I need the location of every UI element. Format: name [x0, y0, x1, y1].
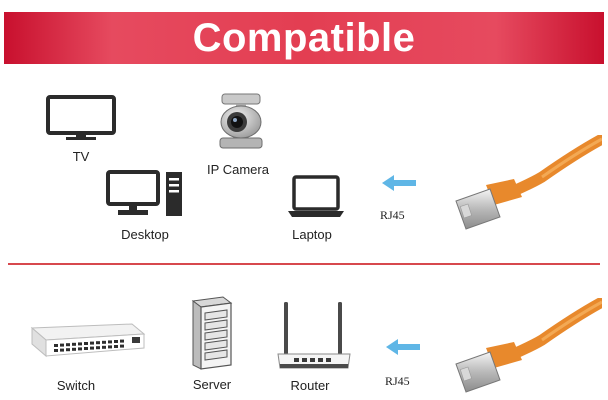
ip-camera-label: IP Camera	[207, 162, 269, 177]
rj45-cable-icon	[452, 135, 602, 235]
tv-icon	[46, 95, 116, 141]
switch-label: Switch	[56, 378, 96, 393]
rj45-cable-icon	[452, 298, 602, 398]
tv-label: TV	[72, 149, 90, 164]
rj45-label-top: RJ45	[380, 208, 405, 222]
server-label: Server	[192, 377, 232, 392]
laptop-icon	[288, 175, 344, 219]
banner-title: Compatible	[192, 15, 416, 60]
server-rack-icon	[187, 295, 235, 371]
router-label: Router	[290, 378, 330, 393]
router-icon	[276, 300, 352, 372]
desktop-icon	[106, 170, 186, 218]
ip-camera-icon	[214, 92, 270, 152]
arrow-left-icon	[386, 339, 420, 355]
network-switch-icon	[28, 322, 148, 358]
laptop-label: Laptop	[292, 227, 332, 242]
desktop-label: Desktop	[121, 227, 169, 242]
rj45-label-bottom: RJ45	[385, 374, 410, 388]
compatible-banner: Compatible	[4, 12, 604, 64]
arrow-left-icon	[382, 175, 416, 191]
section-divider	[8, 263, 600, 265]
